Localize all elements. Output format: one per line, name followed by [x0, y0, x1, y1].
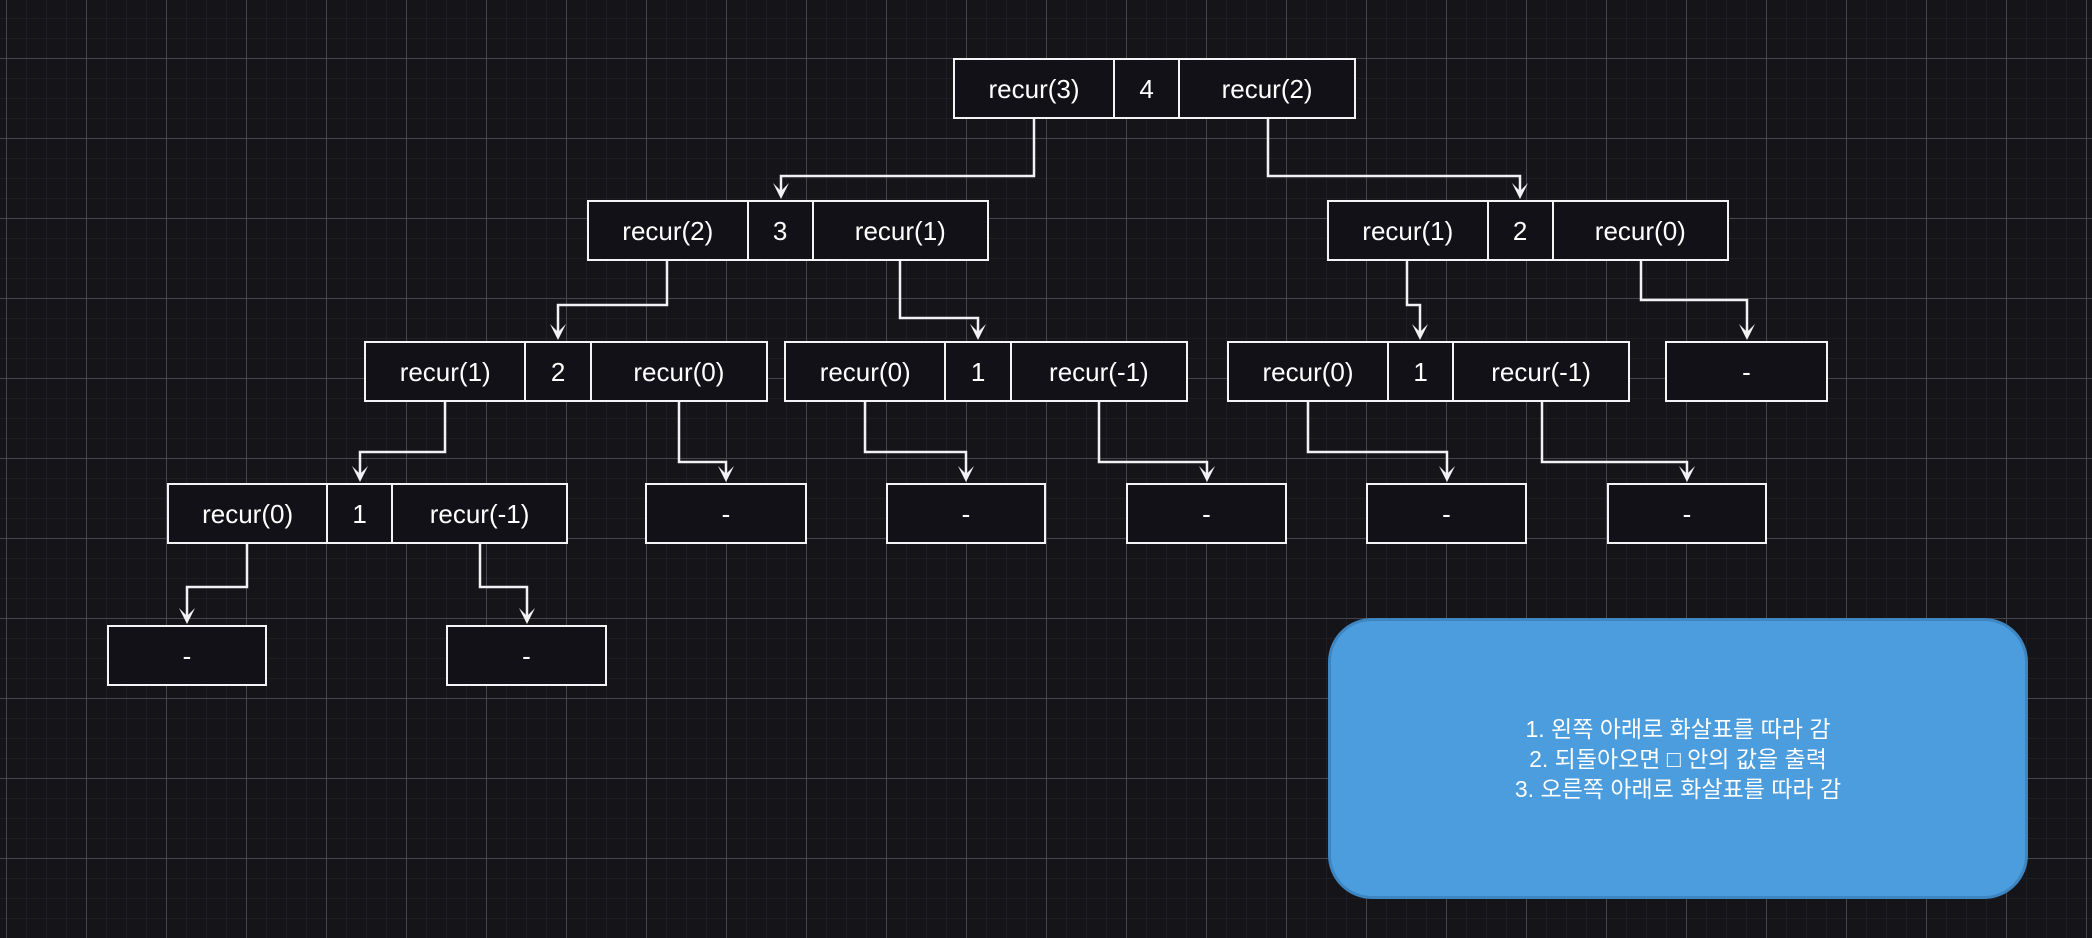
arrow-l2left-to-l3a: [550, 259, 669, 340]
leaf-dash: -: [522, 640, 531, 671]
leaf-node-l4-4[interactable]: -: [1366, 483, 1527, 544]
node-left-call: recur(3): [955, 60, 1115, 117]
arrow-root-to-l2right: [1266, 118, 1528, 199]
arrow-l4a-to-l5leaf2: [478, 542, 535, 624]
arrow-l2right-to-l3c: [1405, 259, 1428, 340]
tree-node-l2-left[interactable]: recur(2) 3 recur(1): [587, 200, 989, 261]
tree-node-l4-a[interactable]: recur(0) 1 recur(-1): [167, 483, 568, 544]
leaf-dash: -: [1442, 498, 1451, 529]
node-right-call: recur(-1): [429, 498, 530, 529]
tree-node-root[interactable]: recur(3) 4 recur(2): [953, 58, 1356, 119]
node-return-value: 1: [328, 485, 394, 542]
node-right-call: recur(0): [1594, 215, 1686, 246]
node-return-value: 4: [1115, 60, 1181, 117]
node-right-call: recur(0): [633, 356, 725, 387]
node-return-value: 2: [526, 343, 592, 400]
tree-node-l3-c[interactable]: recur(0) 1 recur(-1): [1227, 341, 1630, 402]
arrow-l3b-to-l4leaf3: [1097, 400, 1215, 482]
leaf-dash: -: [1202, 498, 1211, 529]
node-left-call: recur(0): [169, 485, 329, 542]
tree-node-l3-b[interactable]: recur(0) 1 recur(-1): [784, 341, 1188, 402]
arrow-l3a-to-l4a: [352, 400, 447, 482]
note-line-3: 3. 오른쪽 아래로 화살표를 따라 감: [1514, 775, 1842, 802]
node-return-value: 1: [946, 343, 1012, 400]
arrow-l3b-to-l4leaf2: [863, 400, 974, 482]
node-left-call: recur(2): [589, 202, 749, 259]
tree-node-l2-right[interactable]: recur(1) 2 recur(0): [1327, 200, 1729, 261]
node-left-call: recur(1): [366, 343, 527, 400]
leaf-dash: -: [721, 498, 731, 529]
node-left-call: recur(1): [1329, 202, 1489, 259]
leaf-node-l4-5[interactable]: -: [1607, 483, 1767, 544]
arrow-l3c-to-l4leaf4: [1306, 400, 1455, 482]
leaf-dash: -: [961, 498, 971, 529]
node-return-value: 3: [749, 202, 814, 259]
leaf-node-l4-2[interactable]: -: [886, 483, 1046, 544]
leaf-dash: -: [1742, 356, 1751, 387]
node-left-call: recur(0): [1229, 343, 1389, 400]
arrow-l2right-to-l3leaf: [1639, 259, 1755, 340]
arrow-l2left-to-l3b: [898, 259, 986, 340]
leaf-node-l4-3[interactable]: -: [1126, 483, 1287, 544]
leaf-node-l4-1[interactable]: -: [645, 483, 807, 544]
node-right-call: recur(-1): [1491, 356, 1591, 387]
node-return-value: 1: [1389, 343, 1455, 400]
arrow-root-to-l2left: [773, 118, 1036, 199]
leaf-dash: -: [182, 640, 192, 671]
arrow-l3a-to-l4leaf1: [677, 400, 734, 482]
leaf-dash: -: [1682, 498, 1692, 529]
node-left-call: recur(0): [786, 343, 947, 400]
node-right-call: recur(-1): [1049, 356, 1149, 387]
node-right-call: recur(1): [854, 215, 946, 246]
tree-node-l3-a[interactable]: recur(1) 2 recur(0): [364, 341, 768, 402]
note-line-1: 1. 왼쪽 아래로 화살표를 따라 감: [1525, 715, 1831, 742]
arrow-l4a-to-l5leaf1: [179, 542, 249, 624]
annotation-note[interactable]: 1. 왼쪽 아래로 화살표를 따라 감 2. 되돌아오면 □ 안의 값을 출력 …: [1328, 618, 2028, 899]
node-return-value: 2: [1489, 202, 1554, 259]
arrow-l3c-to-l4leaf5: [1540, 400, 1695, 482]
leaf-node-l3[interactable]: -: [1665, 341, 1828, 402]
leaf-node-l5-1[interactable]: -: [107, 625, 267, 686]
node-right-call: recur(2): [1221, 73, 1313, 104]
leaf-node-l5-2[interactable]: -: [446, 625, 607, 686]
note-line-2: 2. 되돌아오면 □ 안의 값을 출력: [1529, 745, 1827, 772]
